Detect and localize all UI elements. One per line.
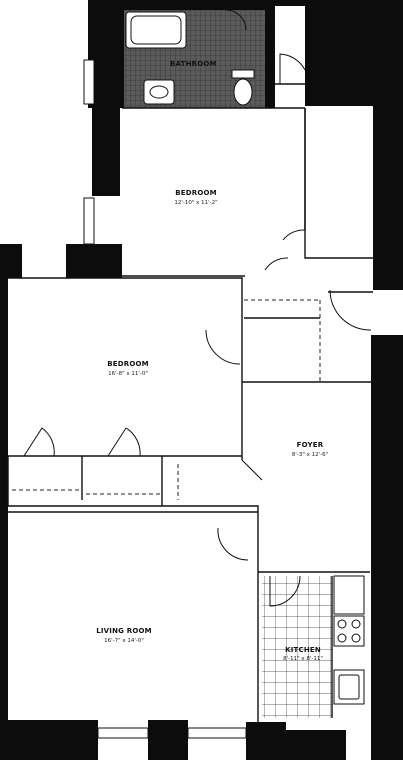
foyer-label: FOYER: [297, 441, 324, 449]
closets-middle: [7, 427, 263, 561]
refrigerator: [333, 575, 365, 615]
stove: [333, 615, 365, 647]
closet-upper: [275, 0, 373, 106]
bathroom-door-swing: [225, 9, 247, 31]
hallway: [304, 108, 373, 331]
kitchen-dims: 8'-11" x 8'-11": [283, 656, 323, 662]
foyer: FOYER 8'-3" x 12'-6": [257, 441, 370, 730]
foyer-dims: 8'-3" x 12'-6": [292, 452, 328, 458]
exterior-wall-right: [371, 0, 403, 760]
kitchen: KITCHEN 8'-11" x 8'-11": [262, 575, 365, 760]
kitchen-tile-floor: [262, 576, 332, 718]
toilet-tank: [231, 69, 255, 79]
kitchen-label: KITCHEN: [285, 646, 321, 654]
bedroom-left-label: BEDROOM: [107, 360, 149, 368]
bedroom-top: BEDROOM 12'-10" x 11'-2": [122, 107, 306, 277]
bathroom: BATHROOM: [88, 0, 275, 108]
living-room-dims: 16'-7" x 14'-0": [104, 638, 144, 644]
living-room: LIVING ROOM 16'-7" x 14'-0": [0, 511, 286, 760]
bedroom-left: BEDROOM 16'-8" x 11'-0": [0, 244, 372, 760]
bedroom-top-label: BEDROOM: [175, 189, 217, 197]
living-room-label: LIVING ROOM: [96, 627, 152, 635]
bedroom-left-dims: 16'-8" x 11'-0": [108, 371, 148, 377]
window-left-upper: [66, 59, 122, 278]
bathroom-label: BATHROOM: [170, 60, 217, 68]
toilet-bowl: [233, 78, 253, 106]
bedroom-top-dims: 12'-10" x 11'-2": [174, 200, 217, 206]
